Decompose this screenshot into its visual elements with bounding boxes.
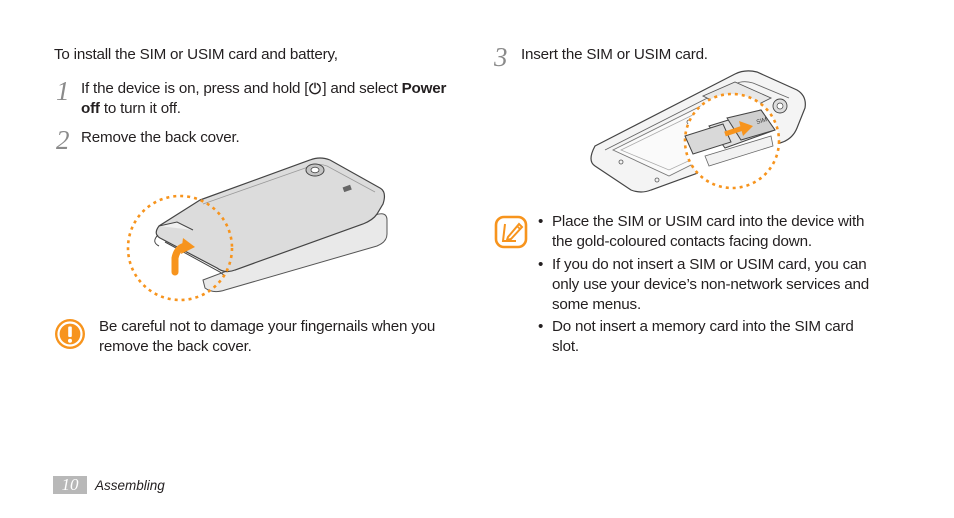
step-2-text: Remove the back cover.: [81, 129, 240, 146]
note-2-text: If you do not insert a SIM or USIM card,…: [552, 255, 902, 315]
note-bullet-3-dot: •: [538, 318, 544, 335]
note-2-line-1: If you do not insert a SIM or USIM card,…: [552, 256, 867, 273]
note-2-line-2: only use your device’s non-network servi…: [552, 276, 870, 293]
note-1-text: Place the SIM or USIM card into the devi…: [552, 212, 902, 252]
insert-sim-illustration: SIM: [590, 70, 806, 193]
step-3-number: 3: [494, 42, 508, 72]
caution-icon: [54, 318, 86, 350]
section-label: Assembling: [95, 478, 165, 493]
intro-text: To install the SIM or USIM card and batt…: [54, 46, 338, 63]
step-1-after: ] and select: [322, 80, 402, 97]
note-3-line-1: Do not insert a memory card into the SIM…: [552, 318, 854, 335]
note-bullet-2-dot: •: [538, 256, 544, 273]
caution-text: Be careful not to damage your fingernail…: [99, 317, 469, 357]
note-3-text: Do not insert a memory card into the SIM…: [552, 317, 902, 357]
caution-line-2: remove the back cover.: [99, 338, 252, 355]
note-1-line-2: the gold-coloured contacts facing down.: [552, 233, 812, 250]
remove-back-cover-illustration: [126, 157, 388, 302]
note-2-line-3: some menus.: [552, 296, 641, 313]
step-1-bold-off: off: [81, 100, 100, 117]
caution-line-1: Be careful not to damage your fingernail…: [99, 318, 436, 335]
note-bullet-1-dot: •: [538, 213, 544, 230]
step-1-text: If the device is on, press and hold [ ] a…: [81, 79, 466, 119]
step-1-number: 1: [56, 76, 70, 106]
power-icon: [308, 81, 322, 95]
sim-slot-label: SIM: [756, 117, 768, 126]
page-number: 10: [53, 476, 87, 494]
step-3-text: Insert the SIM or USIM card.: [521, 46, 708, 63]
note-3-line-2: slot.: [552, 338, 579, 355]
step-2-number: 2: [56, 125, 70, 155]
step-1-tail: to turn it off.: [99, 100, 181, 117]
note-icon: [494, 215, 528, 249]
step-1-bold-power: Power: [401, 80, 447, 97]
step-1-before: If the device is on, press and hold [: [81, 80, 309, 97]
note-1-line-1: Place the SIM or USIM card into the devi…: [552, 213, 865, 230]
